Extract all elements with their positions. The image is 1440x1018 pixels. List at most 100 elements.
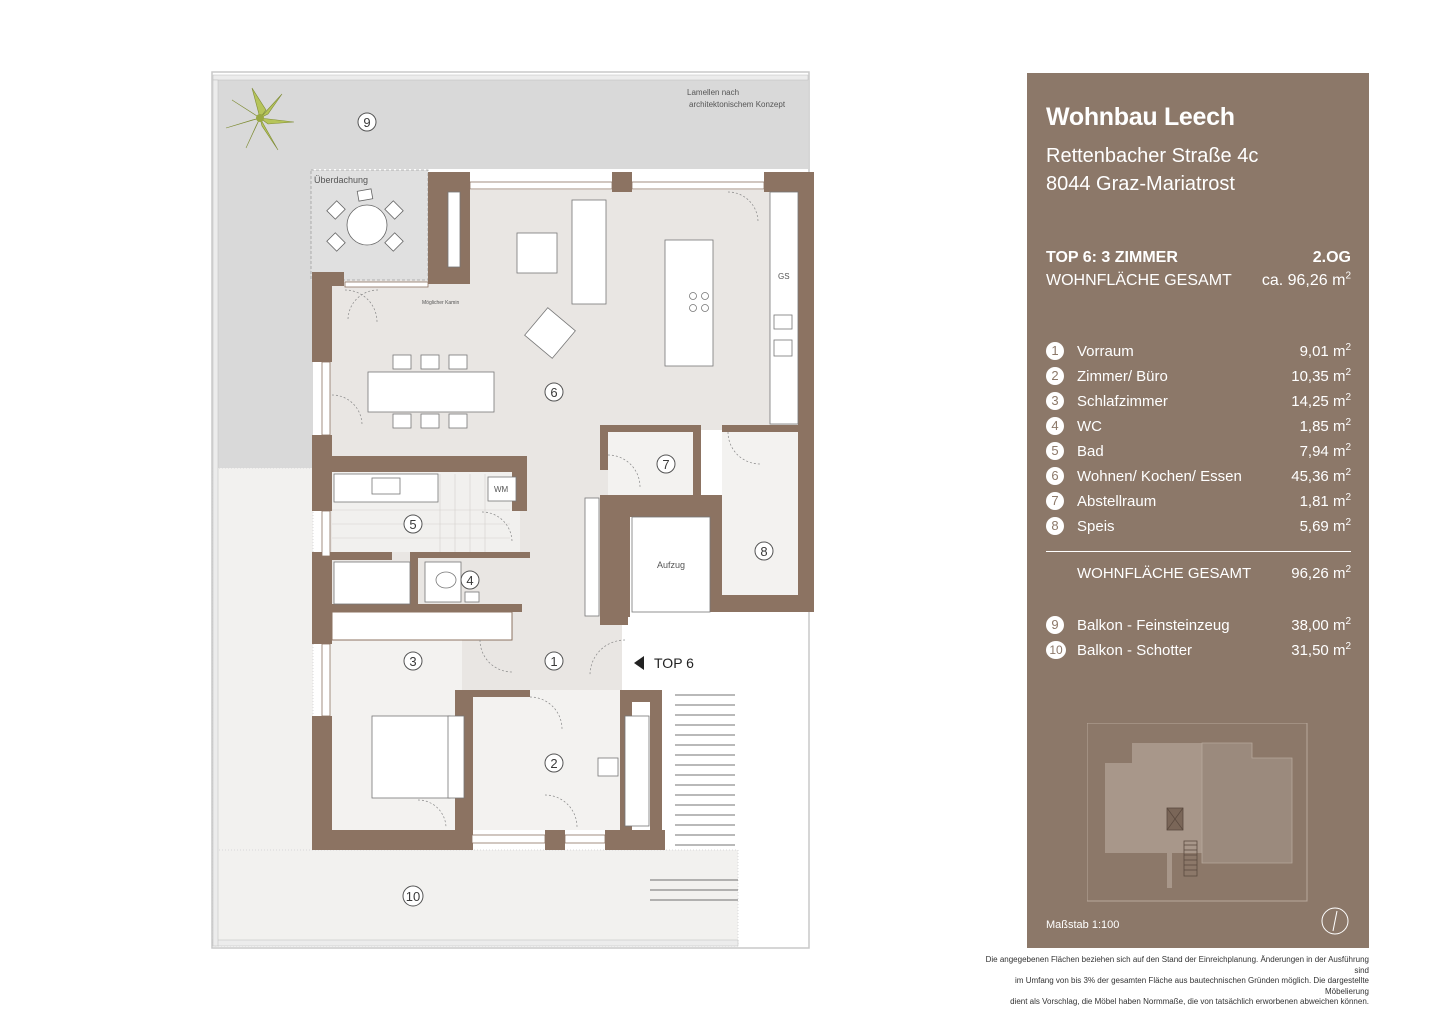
balcony-9-west (213, 168, 313, 468)
disclaimer: Die angegebenen Flächen beziehen sich au… (969, 955, 1369, 1008)
unit-total: WOHNFLÄCHE GESAMT ca. 96,26 m2 (1046, 270, 1351, 290)
room-row-number: 3 (1046, 392, 1064, 410)
room-row-area: 10,35 m2 (1291, 367, 1351, 386)
svg-text:1: 1 (550, 654, 557, 669)
elevator-label: Aufzug (657, 560, 685, 570)
walls (312, 172, 814, 850)
entrance-label: TOP 6 (654, 655, 694, 671)
room-row-area: 1,85 m2 (1299, 417, 1351, 436)
room-row-area: 45,36 m2 (1291, 467, 1351, 486)
room-row-name: WC (1077, 418, 1102, 435)
room-7-floor (608, 430, 696, 495)
svg-text:8: 8 (760, 544, 767, 559)
living-furniture (367, 191, 607, 617)
kamin-label: Möglicher Kamin (422, 300, 459, 306)
balcony-row-number: 10 (1046, 641, 1066, 659)
svg-text:5: 5 (409, 517, 416, 532)
plant-icon (225, 87, 295, 151)
balcony-10-south (212, 849, 739, 947)
room-row-number: 1 (1046, 342, 1064, 360)
door-swings (331, 191, 761, 829)
room-row-name: Bad (1077, 443, 1104, 460)
room-row-name: Wohnen/ Kochen/ Essen (1077, 468, 1242, 485)
key-plan (1087, 723, 1308, 902)
room-row-name: Speis (1077, 518, 1115, 535)
unit-total-label: WOHNFLÄCHE GESAMT (1046, 272, 1232, 289)
unit-heading: TOP 6: 3 ZIMMER 2.OG (1046, 249, 1351, 267)
sum-row: WOHNFLÄCHE GESAMT 96,26 m2 (1077, 564, 1351, 583)
room-row-area: 14,25 m2 (1291, 392, 1351, 411)
unit-total-value: ca. 96,26 m2 (1261, 270, 1351, 289)
address-city: 8044 Graz-Mariatrost (1046, 173, 1235, 195)
room-row-name: Schlafzimmer (1077, 393, 1168, 410)
project-title: Wohnbau Leech (1046, 103, 1235, 131)
sum-value: 96,26 m2 (1291, 564, 1351, 583)
balcony-row: 9 Balkon - Feinsteinzeug 38,00 m2 (1046, 616, 1351, 638)
room-marker-6: 6 (544, 382, 564, 402)
address-street: Rettenbacher Straße 4c (1046, 145, 1259, 167)
north-arrow-icon (1321, 907, 1349, 935)
disclaimer-line: im Umfang von bis 3% der gesamten Fläche… (1015, 976, 1369, 996)
balcony-row-area: 38,00 m2 (1291, 616, 1351, 635)
disclaimer-line: Die angegebenen Flächen beziehen sich au… (985, 955, 1369, 975)
room-marker-3: 3 (403, 651, 423, 671)
room-marker-1: 1 (544, 651, 564, 671)
room-row-area: 9,01 m2 (1299, 342, 1351, 361)
bedroom-furniture (371, 715, 650, 827)
sum-label: WOHNFLÄCHE GESAMT (1077, 565, 1252, 582)
lamellen-rail (212, 74, 809, 81)
lamellen-note-line2: architektonischem Konzept (689, 100, 786, 109)
room-marker-10: 10 (402, 885, 424, 907)
svg-text:4: 4 (466, 573, 473, 588)
balcony-row-area: 31,50 m2 (1291, 641, 1351, 660)
outdoor-dining-set (326, 188, 404, 252)
room-row-number: 7 (1046, 492, 1064, 510)
entrance-arrow-icon (634, 656, 644, 670)
bathroom-fixtures (333, 473, 517, 605)
room-row-number: 6 (1046, 467, 1064, 485)
room-row-area: 7,94 m2 (1299, 442, 1351, 461)
elevator (631, 516, 711, 613)
floor-label: 2.OG (1312, 249, 1351, 266)
gs-label: GS (778, 272, 790, 281)
rail-south (212, 939, 739, 947)
key-plan-stairs (1184, 844, 1197, 871)
room-row: 8 Speis 5,69 m2 (1046, 517, 1351, 539)
ueberdachung-label: Überdachung (314, 175, 368, 185)
room-8-floor (722, 430, 798, 595)
svg-text:2: 2 (550, 756, 557, 771)
room-row-number: 4 (1046, 417, 1064, 435)
unit-label: TOP 6: 3 ZIMMER (1046, 249, 1178, 266)
room-marker-7: 7 (656, 454, 676, 474)
lamellen-note-line1: Lamellen nach (687, 88, 739, 97)
room-row: 1 Vorraum 9,01 m2 (1046, 342, 1351, 364)
balcony-row-number: 9 (1046, 616, 1064, 634)
room-marker-4: 4 (460, 570, 480, 590)
room-row-area: 5,69 m2 (1299, 517, 1351, 536)
room-row-number: 2 (1046, 367, 1064, 385)
info-panel: Wohnbau Leech Rettenbacher Straße 4c 804… (1027, 73, 1369, 948)
room-row-name: Abstellraum (1077, 493, 1157, 510)
balcony-row-name: Balkon - Feinsteinzeug (1077, 617, 1230, 634)
rail-west (212, 79, 219, 947)
balcony-row-name: Balkon - Schotter (1077, 642, 1193, 659)
room-marker-9: 9 (357, 112, 377, 132)
balcony-9 (213, 80, 808, 169)
scale-label: Maßstab 1:100 (1046, 919, 1120, 931)
disclaimer-line: dient als Vorschlag, die Möbel haben Nor… (1010, 997, 1369, 1006)
room-row-area: 1,81 m2 (1299, 492, 1351, 511)
svg-text:3: 3 (409, 654, 416, 669)
room-marker-8: 8 (754, 541, 774, 561)
room-row: 5 Bad 7,94 m2 (1046, 442, 1351, 464)
room-row: 3 Schlafzimmer 14,25 m2 (1046, 392, 1351, 414)
balcony-row: 10 Balkon - Schotter 31,50 m2 (1046, 641, 1351, 663)
room-row-number: 8 (1046, 517, 1064, 535)
svg-text:6: 6 (550, 385, 557, 400)
wm-label: WM (494, 485, 509, 494)
bathroom-tiles (332, 474, 510, 552)
kitchen-island (664, 239, 714, 367)
panel-divider (1046, 551, 1351, 552)
room-row: 6 Wohnen/ Kochen/ Essen 45,36 m2 (1046, 467, 1351, 489)
kitchen-counter (769, 191, 799, 425)
stairs (650, 694, 738, 901)
